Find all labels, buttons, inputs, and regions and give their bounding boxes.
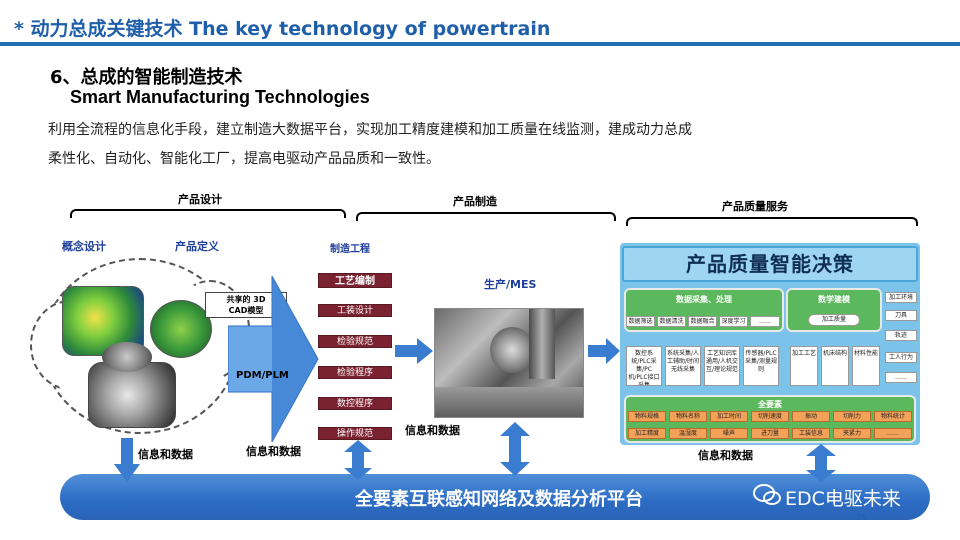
- process-box-3: 检验规范: [318, 335, 392, 348]
- element-tag-r2-1: 加工精度: [628, 428, 666, 439]
- model-box-3: 材料性能: [852, 346, 880, 386]
- all-elements-title: 全要素: [758, 400, 782, 409]
- element-tag-r1-4: 切削速度: [751, 411, 789, 422]
- info-data-label-4: 信息和数据: [698, 449, 753, 462]
- element-tag-r2-7: ……: [874, 428, 912, 439]
- powertrain-cad-image: [88, 362, 176, 428]
- wechat-icon: [753, 484, 781, 505]
- model-box-2: 机床结构: [821, 346, 849, 386]
- process-box-6: 操作规范: [318, 427, 392, 440]
- manufacturing-engineering-label: 制造工程: [330, 244, 370, 255]
- section-title-cn: 6、总成的智能制造技术: [50, 67, 243, 88]
- description-line-1: 利用全流程的信息化手段，建立制造大数据平台，实现加工精度建模和加工质量在线监测，…: [48, 122, 692, 138]
- stage-brace-design: [70, 209, 346, 218]
- element-tag-r2-3: 噪声: [710, 428, 748, 439]
- double-arrow-3: [500, 422, 530, 476]
- source-box-4: 传感器/PLC采集/测量规则: [743, 346, 779, 386]
- process-box-5: 数控程序: [318, 397, 392, 410]
- process-box-1: 工艺编制: [318, 273, 392, 288]
- element-tag-r1-7: 物料统计: [874, 411, 912, 422]
- element-tag-r1-5: 振动: [792, 411, 830, 422]
- machining-photo: [434, 308, 584, 418]
- stage-brace-quality-service: [626, 217, 918, 226]
- side-tag-3: 轨迹: [885, 330, 917, 341]
- quality-decision-title: 产品质量智能决策: [622, 246, 918, 282]
- rotor-model-image: [150, 300, 212, 358]
- element-tag-r1-6: 切削力: [833, 411, 871, 422]
- description-line-2: 柔性化、自动化、智能化工厂，提高电驱动产品品质和一致性。: [48, 151, 440, 167]
- mes-label: 生产/MES: [484, 278, 537, 291]
- header-divider: [0, 42, 960, 46]
- element-tag-r1-2: 物料名称: [669, 411, 707, 422]
- data-tag-4: 深度学习: [719, 316, 748, 327]
- side-tag-1: 加工环境: [885, 292, 917, 303]
- element-tag-r2-2: 温湿度: [669, 428, 707, 439]
- element-tag-r1-3: 加工时间: [710, 411, 748, 422]
- machining-quality-tag: 加工质量: [808, 314, 860, 326]
- motor-housing-image: [102, 342, 152, 372]
- arrow-to-mes: [395, 338, 433, 364]
- source-box-3: 工艺知识库通用/人机交互/理论规范: [704, 346, 740, 386]
- stage-label-design: 产品设计: [178, 193, 222, 206]
- data-platform-band: [60, 474, 930, 520]
- stage-brace-manufacturing: [356, 212, 616, 221]
- watermark-text: EDC电驱未来: [785, 488, 901, 510]
- page-number: 25: [856, 513, 867, 522]
- model-box-1: 加工工艺: [790, 346, 818, 386]
- concept-design-label: 概念设计: [62, 240, 106, 253]
- source-box-1: 数控系统/PLC采集/PC机/PLC接口采集: [626, 346, 662, 386]
- process-box-2: 工装设计: [318, 304, 392, 317]
- element-tag-r2-6: 夹紧力: [833, 428, 871, 439]
- element-tag-r1-1: 物料规格: [628, 411, 666, 422]
- double-arrow-2: [344, 440, 372, 480]
- pdm-plm-arrow: [228, 276, 319, 442]
- element-tag-r2-4: 进刀量: [751, 428, 789, 439]
- info-data-label-2: 信息和数据: [246, 445, 301, 458]
- double-arrow-4: [806, 444, 836, 482]
- stage-label-manufacturing: 产品制造: [453, 195, 497, 208]
- side-tag-5: ……: [885, 372, 917, 383]
- pdm-plm-label: PDM/PLM: [236, 370, 289, 381]
- data-tag-5: ……: [750, 316, 780, 327]
- stage-label-quality-service: 产品质量服务: [722, 200, 788, 213]
- arrow-to-quality: [588, 338, 620, 364]
- process-box-4: 检验程序: [318, 366, 392, 379]
- section-title-en: Smart Manufacturing Technologies: [70, 87, 370, 107]
- element-tag-r2-5: 工装信息: [792, 428, 830, 439]
- data-tag-3: 数据融合: [688, 316, 717, 327]
- product-definition-label: 产品定义: [175, 240, 219, 253]
- side-tag-4: 工人行为: [885, 352, 917, 363]
- math-modeling-title: 数学建模: [818, 295, 850, 304]
- source-box-2: 系统采集/人工辅助/时间无线采集: [665, 346, 701, 386]
- slide-header-title: * 动力总成关键技术 The key technology of powertr…: [14, 18, 551, 40]
- data-tag-1: 数据筛选: [626, 316, 655, 327]
- data-collection-title: 数据采集、处理: [676, 295, 732, 304]
- vertical-arrow-1: [114, 438, 140, 482]
- data-platform-title: 全要素互联感知网络及数据分析平台: [355, 489, 643, 510]
- info-data-label-1: 信息和数据: [138, 448, 193, 461]
- data-tag-2: 数据清洗: [657, 316, 686, 327]
- info-data-label-3: 信息和数据: [405, 424, 460, 437]
- side-tag-2: 刀具: [885, 310, 917, 321]
